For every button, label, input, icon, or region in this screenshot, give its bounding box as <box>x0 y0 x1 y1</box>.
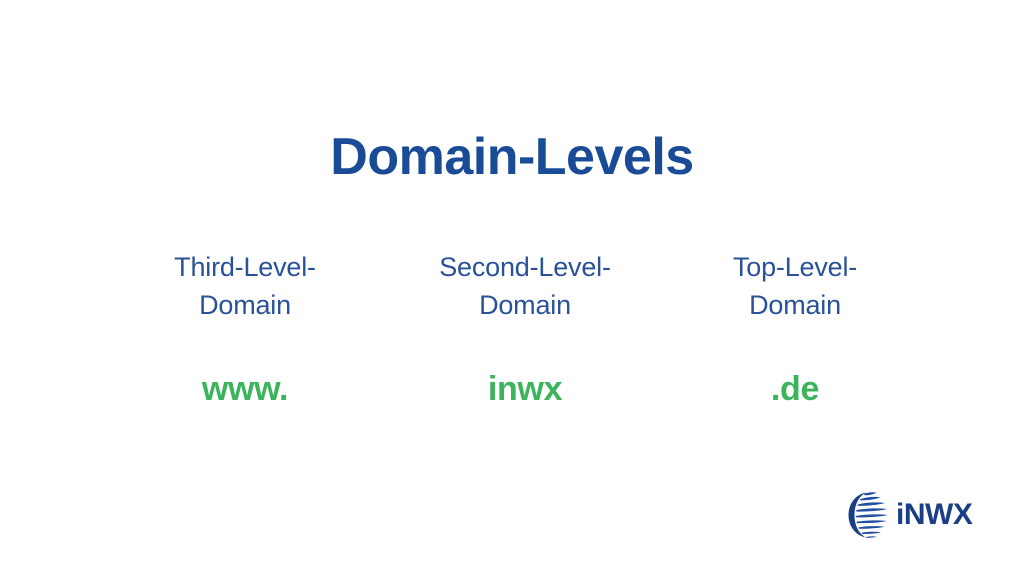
brand-logo: iNWX <box>846 487 986 543</box>
globe-icon <box>848 492 888 538</box>
level-label-line-2: Domain <box>749 290 841 321</box>
level-value-second: inwx <box>487 369 563 408</box>
level-label-second: Second-Level- Domain <box>439 248 611 325</box>
level-label-line-2: Domain <box>199 290 291 321</box>
level-label-line-2: Domain <box>479 290 571 321</box>
column-second-level: Second-Level- Domain inwx <box>390 248 660 408</box>
level-label-top: Top-Level- Domain <box>733 248 857 325</box>
domain-levels-columns: Third-Level- Domain www. Second-Level- D… <box>110 248 920 408</box>
logo-wordmark: iNWX <box>896 498 973 531</box>
page-title: Domain-Levels <box>330 128 694 186</box>
level-label-line-1: Second-Level- <box>439 252 611 282</box>
level-value-top: .de <box>770 369 820 408</box>
column-top-level: Top-Level- Domain .de <box>670 248 920 408</box>
level-label-third: Third-Level- Domain <box>174 248 316 325</box>
level-value-third: www. <box>201 369 289 408</box>
level-label-line-1: Top-Level- <box>732 252 858 282</box>
level-label-line-1: Third-Level- <box>174 252 316 282</box>
column-third-level: Third-Level- Domain www. <box>110 248 380 408</box>
